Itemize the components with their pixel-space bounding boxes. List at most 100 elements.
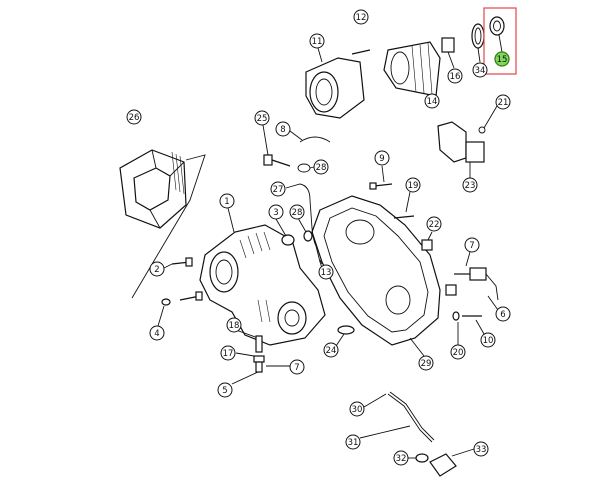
callout-22: 22 <box>426 216 442 232</box>
callout-5: 5 <box>217 382 233 398</box>
part-bolt-9 <box>369 165 393 190</box>
svg-text:28: 28 <box>316 163 327 173</box>
callout-26: 26 <box>126 109 142 125</box>
callout-29: 29 <box>418 355 434 371</box>
callout-24: 24 <box>323 342 339 358</box>
svg-text:31: 31 <box>348 438 359 448</box>
leader-2 <box>163 263 173 269</box>
callout-30: 30 <box>349 401 365 417</box>
part-boot <box>383 41 441 97</box>
callout-28-lower: 28 <box>289 204 305 220</box>
highlight-box <box>483 7 517 75</box>
svg-text:32: 32 <box>396 454 407 464</box>
part-vent-tube <box>285 183 317 247</box>
svg-text:33: 33 <box>476 445 487 455</box>
leader-29 <box>409 337 425 357</box>
leader-6 <box>487 295 499 311</box>
part-sleeve <box>441 37 455 69</box>
callout-11: 11 <box>309 33 325 49</box>
svg-text:29: 29 <box>421 359 432 369</box>
part-plug-22 <box>421 231 433 251</box>
svg-text:9: 9 <box>379 154 384 164</box>
svg-text:27: 27 <box>273 185 284 195</box>
part-shift-fork <box>437 105 498 178</box>
callout-7-lower: 7 <box>289 359 305 375</box>
callout-12: 12 <box>353 9 369 25</box>
svg-text:23: 23 <box>465 181 476 191</box>
svg-text:16: 16 <box>450 72 461 82</box>
callout-9: 9 <box>374 150 390 166</box>
callout-7-upper: 7 <box>464 237 480 253</box>
callout-2: 2 <box>149 261 165 277</box>
svg-text:5: 5 <box>222 386 227 396</box>
callout-13: 13 <box>318 264 334 280</box>
svg-text:7: 7 <box>469 241 474 251</box>
svg-text:22: 22 <box>429 220 440 230</box>
part-oil-seal-15 <box>483 7 517 75</box>
callout-31: 31 <box>345 434 361 450</box>
part-bolt-19 <box>393 191 415 219</box>
svg-text:21: 21 <box>498 98 509 108</box>
part-extension-housing <box>305 47 371 119</box>
callout-15: 15 <box>494 51 510 67</box>
part-studs <box>171 257 203 301</box>
svg-text:30: 30 <box>352 405 363 415</box>
svg-text:10: 10 <box>483 336 494 346</box>
callout-19: 19 <box>405 177 421 193</box>
svg-text:24: 24 <box>326 346 337 356</box>
part-small-fittings <box>275 217 323 269</box>
svg-text:34: 34 <box>475 66 486 76</box>
callout-34: 34 <box>472 62 488 78</box>
svg-text:3: 3 <box>273 208 278 218</box>
svg-text:7: 7 <box>294 363 299 373</box>
svg-text:11: 11 <box>312 37 323 47</box>
svg-text:20: 20 <box>453 348 464 358</box>
callout-8: 8 <box>275 121 291 137</box>
svg-text:17: 17 <box>223 349 234 359</box>
callout-21: 21 <box>495 94 511 110</box>
part-adapter-housing <box>119 149 206 299</box>
svg-text:8: 8 <box>280 125 285 135</box>
svg-text:18: 18 <box>229 321 240 331</box>
part-shift-linkage <box>359 391 475 477</box>
svg-text:2: 2 <box>154 265 159 275</box>
callout-25: 25 <box>254 110 270 126</box>
part-dowel-24 <box>335 325 355 347</box>
part-drain-fasteners <box>231 329 290 385</box>
callout-28-upper: 28 <box>313 159 329 175</box>
svg-text:6: 6 <box>500 310 505 320</box>
svg-text:4: 4 <box>154 329 159 339</box>
svg-text:28: 28 <box>292 208 303 218</box>
callout-4: 4 <box>149 325 165 341</box>
svg-text:14: 14 <box>427 97 438 107</box>
svg-text:13: 13 <box>321 268 332 278</box>
part-clip-bracket <box>262 124 331 173</box>
svg-text:15: 15 <box>497 55 508 65</box>
callout-33: 33 <box>473 441 489 457</box>
svg-text:1: 1 <box>224 197 229 207</box>
callout-32: 32 <box>393 450 409 466</box>
leader-1 <box>227 207 235 233</box>
callout-17: 17 <box>220 345 236 361</box>
part-front-case-half <box>199 224 326 346</box>
callout-6: 6 <box>495 306 511 322</box>
callout-23: 23 <box>462 177 478 193</box>
callout-14: 14 <box>424 93 440 109</box>
svg-text:19: 19 <box>408 181 419 191</box>
svg-text:26: 26 <box>129 113 140 123</box>
callout-1: 1 <box>219 193 235 209</box>
leader-13 <box>319 259 323 265</box>
part-seal-ring <box>471 23 485 63</box>
callout-18: 18 <box>226 317 242 333</box>
part-bolts-10-20 <box>452 311 485 346</box>
part-sensor <box>445 251 499 301</box>
part-washer-4 <box>157 298 171 327</box>
callout-20: 20 <box>450 344 466 360</box>
callout-27: 27 <box>270 181 286 197</box>
svg-text:25: 25 <box>257 114 268 124</box>
svg-text:12: 12 <box>356 13 367 23</box>
callout-16: 16 <box>447 68 463 84</box>
callout-10: 10 <box>480 332 496 348</box>
